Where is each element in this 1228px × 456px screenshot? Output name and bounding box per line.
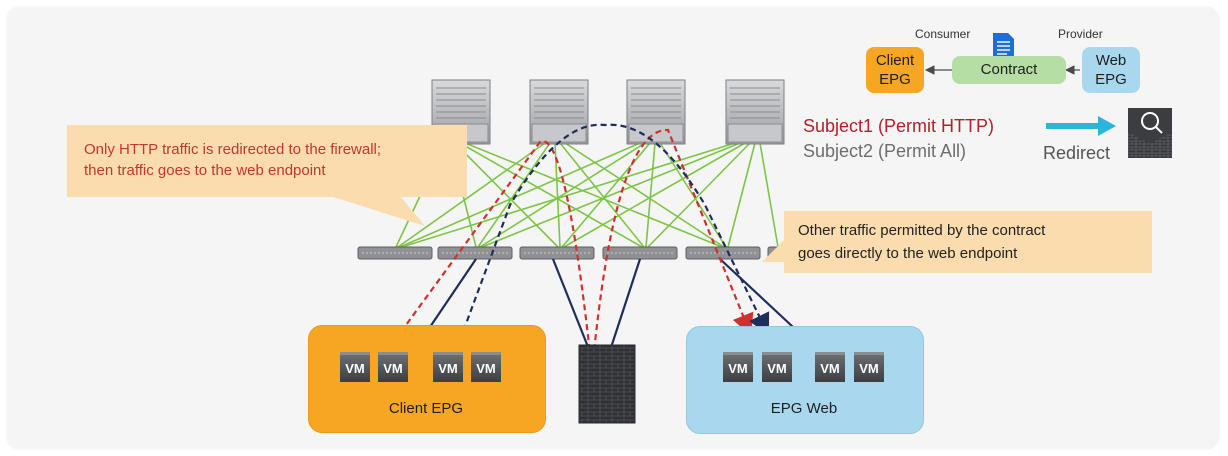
vm-icon: VM <box>340 352 370 382</box>
vm-icon: VM <box>815 352 845 382</box>
legend-arrows <box>924 65 1080 75</box>
other-callout-line-2: goes directly to the web endpoint <box>798 245 1018 262</box>
leaf-switch-icon <box>685 246 761 260</box>
legend-client-epg: Client EPG <box>866 47 924 93</box>
callout-tail-http <box>330 196 425 226</box>
spine-switch-icon <box>626 79 686 145</box>
leaf-switch-icon <box>357 246 433 260</box>
web-epg-box <box>686 326 924 434</box>
arrow-right-icon <box>1046 116 1116 136</box>
http-callout-line-2: then traffic goes to the web endpoint <box>84 162 326 179</box>
consumer-label: Consumer <box>915 27 971 41</box>
callout-tail-other <box>762 240 784 262</box>
firewall-icon <box>578 344 636 424</box>
spine-switch-icon <box>529 79 589 145</box>
leaf-switch-icon <box>602 246 678 260</box>
legend-client-line-1: Client <box>875 52 915 69</box>
vm-icon: VM <box>762 352 792 382</box>
vm-icon: VM <box>854 352 884 382</box>
redirect-label: Redirect <box>1043 143 1111 163</box>
http-redirect-callout: Only HTTP traffic is redirected to the f… <box>67 125 467 197</box>
leaf-switch-icon <box>437 246 513 260</box>
legend-web-line-2: EPG <box>1095 71 1127 88</box>
spine-switch-icon <box>725 79 785 145</box>
vm-icon: VM <box>471 352 501 382</box>
security-appliance-icon <box>1128 108 1172 158</box>
direct-traffic-path <box>458 123 770 341</box>
web-epg-label: EPG Web <box>770 400 838 417</box>
client-epg-label: Client EPG <box>388 400 464 417</box>
vm-icon: VM <box>723 352 753 382</box>
legend-web-epg: Web EPG <box>1082 47 1140 93</box>
vm-icon: VM <box>433 352 463 382</box>
direct-traffic-callout: Other traffic permitted by the contract … <box>784 211 1152 273</box>
subject2-label: Subject2 (Permit All) <box>803 141 967 161</box>
legend-web-line-1: Web <box>1095 52 1127 69</box>
document-icon <box>993 33 1014 58</box>
subject1-label: Subject1 (Permit HTTP) <box>803 116 995 136</box>
http-callout-line-1: Only HTTP traffic is redirected to the f… <box>84 141 382 158</box>
legend-contract: Contract <box>952 56 1066 84</box>
vm-icon: VM <box>378 352 408 382</box>
provider-label: Provider <box>1058 27 1103 41</box>
legend-client-line-2: EPG <box>879 71 911 88</box>
leaf-switch-icon <box>519 246 595 260</box>
other-callout-line-1: Other traffic permitted by the contract <box>798 222 1046 239</box>
